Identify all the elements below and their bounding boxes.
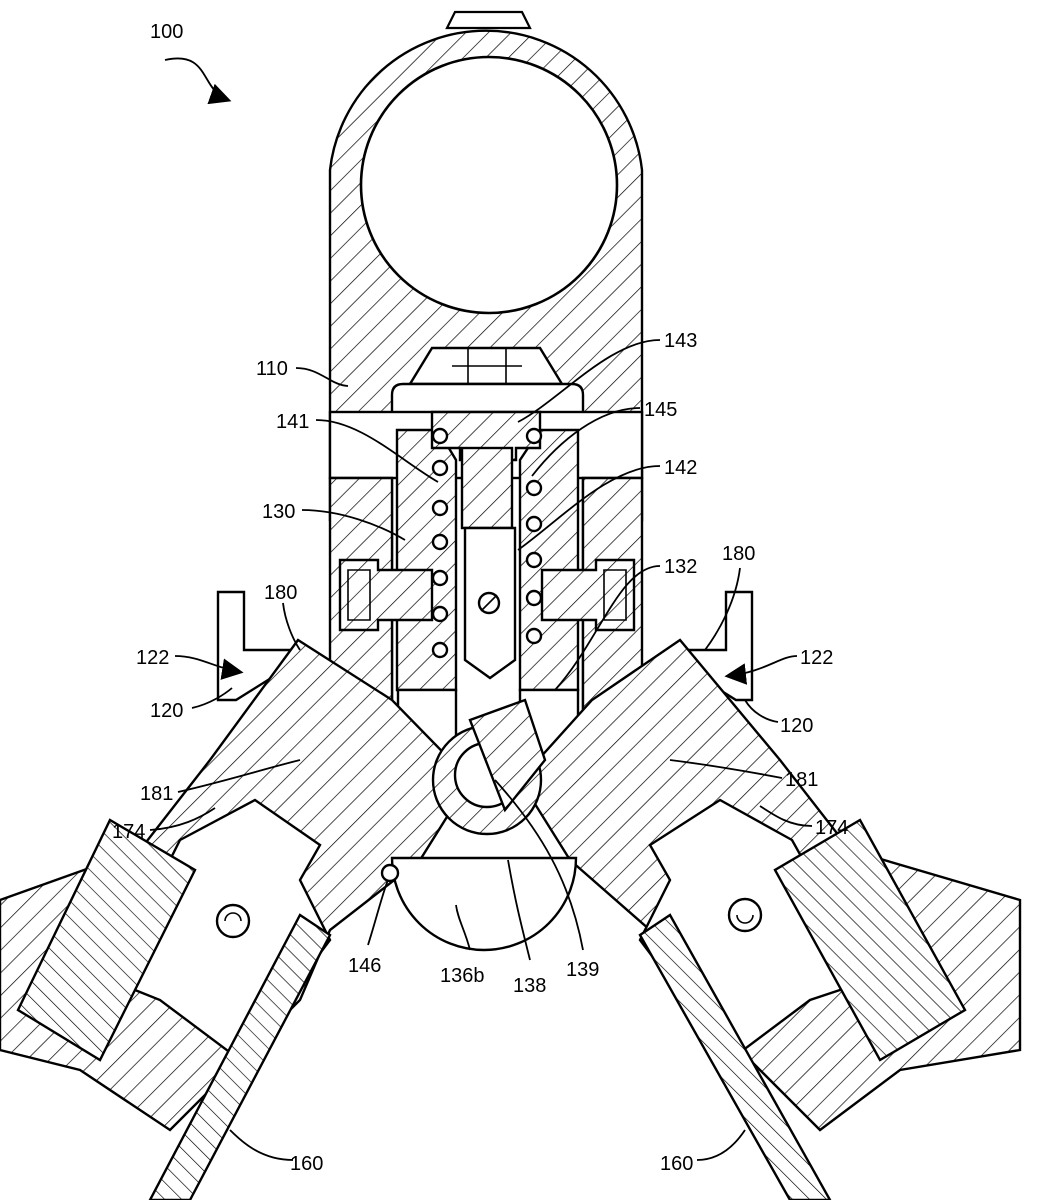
label-141: 141 <box>276 411 309 433</box>
label-174-right: 174 <box>815 817 848 839</box>
label-132: 132 <box>664 556 697 578</box>
label-160-left: 160 <box>290 1153 323 1175</box>
pivot-assembly <box>380 698 578 952</box>
label-181-right: 181 <box>785 769 818 791</box>
label-142: 142 <box>664 457 697 479</box>
jaw-right <box>518 590 1022 1200</box>
label-181-left: 181 <box>140 783 173 805</box>
spring-141 <box>431 427 543 659</box>
label-122-left: 122 <box>136 647 169 669</box>
label-174-left: 174 <box>112 821 145 843</box>
label-143: 143 <box>664 330 697 352</box>
mounting-hole <box>359 55 619 315</box>
label-100: 100 <box>150 21 183 43</box>
label-110: 110 <box>256 358 288 380</box>
label-120-left: 120 <box>150 700 183 722</box>
label-130: 130 <box>262 501 295 523</box>
label-180-right: 180 <box>722 543 755 565</box>
label-160-right: 160 <box>660 1153 693 1175</box>
label-139: 139 <box>566 959 599 981</box>
jaw-left <box>0 590 472 1200</box>
label-120-right: 120 <box>780 715 813 737</box>
reference-labels: 100 110 141 130 143 145 142 132 180 180 … <box>112 21 848 1175</box>
reference-arrow <box>164 57 232 105</box>
leader-lines <box>149 339 813 1161</box>
label-146: 146 <box>348 955 381 977</box>
label-145: 145 <box>644 399 677 421</box>
label-122-right: 122 <box>800 647 833 669</box>
label-138: 138 <box>513 975 546 997</box>
chamber-130 <box>328 382 644 772</box>
label-180-left: 180 <box>264 582 297 604</box>
label-136b: 136b <box>440 965 485 987</box>
